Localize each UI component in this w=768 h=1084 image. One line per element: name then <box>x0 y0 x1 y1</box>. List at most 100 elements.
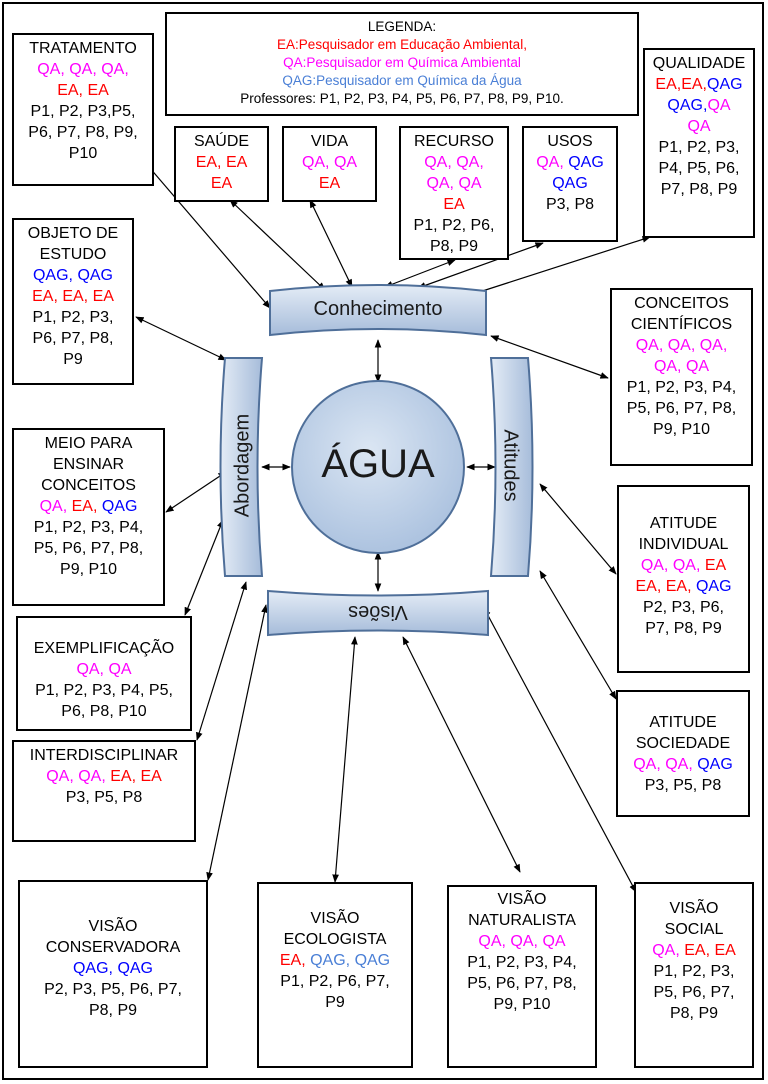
box-interdisciplinar: INTERDISCIPLINAR QA, QA, EA, EA P3, P5, … <box>12 740 196 842</box>
professor-line: P2, P3, P5, P6, P7, <box>44 981 182 998</box>
researcher-qag: QAG <box>101 498 138 515</box>
professor-line: P4, P5, P6, <box>658 160 740 177</box>
bar-abordagem-label: Abordagem <box>231 413 254 518</box>
box-visao-social: VISÃO SOCIAL QA, EA, EA P1, P2, P3, P5, … <box>634 882 754 1068</box>
box-title: EXEMPLIFICAÇÃO <box>33 640 175 657</box>
professor-line: P2, P3, P6, <box>643 599 724 616</box>
box-vida: VIDA QA, QA EA <box>282 126 377 202</box>
connector-atitude-individual <box>539 483 617 575</box>
researcher-qag: QAG, QAG <box>310 952 391 969</box>
bar-conhecimento-label: Conhecimento <box>313 298 443 320</box>
researcher-line: EA, EA, QAG <box>619 576 748 597</box>
professor-line: P8, P9 <box>88 1002 138 1019</box>
box-title: ENSINAR <box>52 456 125 473</box>
professor-line: P3, P5, P8 <box>65 789 143 806</box>
connector-vida <box>309 199 353 288</box>
professor-line: P6, P7, P8, <box>32 330 114 347</box>
legend-title: LEGENDA: <box>367 19 437 34</box>
researcher-ea: EA, <box>71 498 102 515</box>
box-title: ECOLOGISTA <box>283 931 387 948</box>
bar-conhecimento <box>269 284 487 337</box>
researcher-line: QA, QA <box>653 358 710 375</box>
professor-line: P3, P5, P8 <box>644 777 722 794</box>
professor-line: P1, P2, P3, P4, <box>33 519 144 536</box>
researcher-line: QA, EA, EA <box>636 940 752 961</box>
box-title: VISÃO <box>88 918 138 935</box>
researcher-ea: EA, EA, <box>635 578 696 595</box>
researcher-qa: QA <box>707 97 731 114</box>
researcher-line: QA, QA <box>301 154 358 171</box>
connector-objeto <box>135 316 227 361</box>
box-meio-para-ensinar: MEIO PARA ENSINAR CONCEITOS QA, EA, QAG … <box>12 428 165 606</box>
professor-line: P6, P8, P10 <box>61 703 147 720</box>
professor-line: P6, P7, P8, P9, <box>28 124 138 141</box>
box-conceitos-cientificos: CONCEITOS CIENTÍFICOS QA, QA, QA, QA, QA… <box>610 288 753 466</box>
researcher-qa: QA, QA, <box>640 557 705 574</box>
box-saude: SAÚDE EA, EA EA <box>174 126 269 202</box>
box-title: VIDA <box>310 133 349 150</box>
connector-visao-social <box>483 607 637 893</box>
connector-visao-ecologista <box>332 636 358 883</box>
researcher-line: EA, EA <box>57 82 109 99</box>
researcher-line: EA, EA, EA <box>32 288 114 305</box>
professor-line: P1, P2, P3, <box>653 963 735 980</box>
connector-recurso <box>384 259 456 288</box>
box-visao-naturalista: VISÃO NATURALISTA QA, QA, QA P1, P2, P3,… <box>447 885 597 1068</box>
box-title: ATITUDE <box>649 515 718 532</box>
center-circle <box>291 380 465 554</box>
researcher-line: QA, QA <box>76 661 132 678</box>
researcher-ea: EA, EA <box>684 942 736 959</box>
professor-line: P9, P10 <box>493 996 551 1013</box>
researcher-line: QA, QA, QA, <box>635 337 728 354</box>
researcher-line: QA, QA, <box>424 154 484 171</box>
researcher-line: QAG, QAG <box>32 267 113 284</box>
connector-qualidade <box>469 236 651 296</box>
professor-line: P7, P8, P9 <box>660 181 738 198</box>
box-title: INDIVIDUAL <box>638 536 729 553</box>
bar-visoes-label: Visões <box>348 601 408 623</box>
researcher-line: EA <box>443 196 465 213</box>
researcher-line: EA,EA,QAG <box>645 74 753 95</box>
professor-line: P5, P6, P7, P8, <box>33 540 144 557</box>
researcher-line: QAG <box>552 175 588 192</box>
researcher-line: QA, EA, QAG <box>14 496 163 517</box>
researcher-ea: EA,EA, <box>655 76 707 93</box>
center-label: ÁGUA <box>321 442 435 486</box>
legend-box: LEGENDA: EA:Pesquisador em Educação Ambi… <box>165 12 639 116</box>
bar-atitudes <box>489 357 534 577</box>
researcher-ea: EA <box>704 557 727 574</box>
box-title: ATITUDE <box>649 714 717 731</box>
box-exemplificacao: EXEMPLIFICAÇÃO QA, QA P1, P2, P3, P4, P5… <box>16 616 192 731</box>
researcher-line: QAG, QAG <box>72 960 153 977</box>
researcher-qag: QAG <box>695 578 732 595</box>
professor-line: P7, P8, P9 <box>645 620 722 637</box>
professor-line: P1, P2, P6, P7, <box>280 973 390 990</box>
researcher-line: EA <box>210 175 233 192</box>
professor-line: P5, P6, P7, P8, <box>626 400 737 417</box>
researcher-line: QA, QA, QAG <box>618 754 748 775</box>
professor-line: P1, P2, P3, <box>658 139 740 156</box>
researcher-line: QA, QA <box>426 175 482 192</box>
box-title: OBJETO DE <box>27 225 119 242</box>
professor-line: P9, P10 <box>653 421 710 438</box>
box-atitude-individual: ATITUDE INDIVIDUAL QA, QA, EA EA, EA, QA… <box>617 485 750 673</box>
professor-line: P1, P2, P3, P4, <box>467 954 577 971</box>
professor-line: P9, P10 <box>60 561 117 578</box>
box-title: NATURALISTA <box>468 912 576 929</box>
professor-line: P5, P6, P7, P8, <box>467 975 577 992</box>
researcher-line: EA, EA <box>195 154 248 171</box>
professor-line: P8, P9 <box>429 238 479 255</box>
researcher-qa: QA, QA, <box>46 768 111 785</box>
professor-line: P1, P2, P3,P5, <box>30 103 136 120</box>
box-usos: USOS QA, QAG QAG P3, P8 <box>522 126 618 242</box>
box-atitude-sociedade: ATITUDE SOCIEDADE QA, QA, QAG P3, P5, P8 <box>616 690 750 817</box>
box-title: INTERDISCIPLINAR <box>29 747 179 764</box>
box-title: RECURSO <box>413 133 494 150</box>
researcher-line: QA, QA, QA, <box>37 61 129 78</box>
connector-exemplificacao <box>184 519 224 616</box>
box-title: ESTUDO <box>39 246 107 263</box>
box-objeto-de-estudo: OBJETO DE ESTUDO QAG, QAG EA, EA, EA P1,… <box>12 218 134 385</box>
researcher-ea: EA, EA <box>110 768 162 785</box>
